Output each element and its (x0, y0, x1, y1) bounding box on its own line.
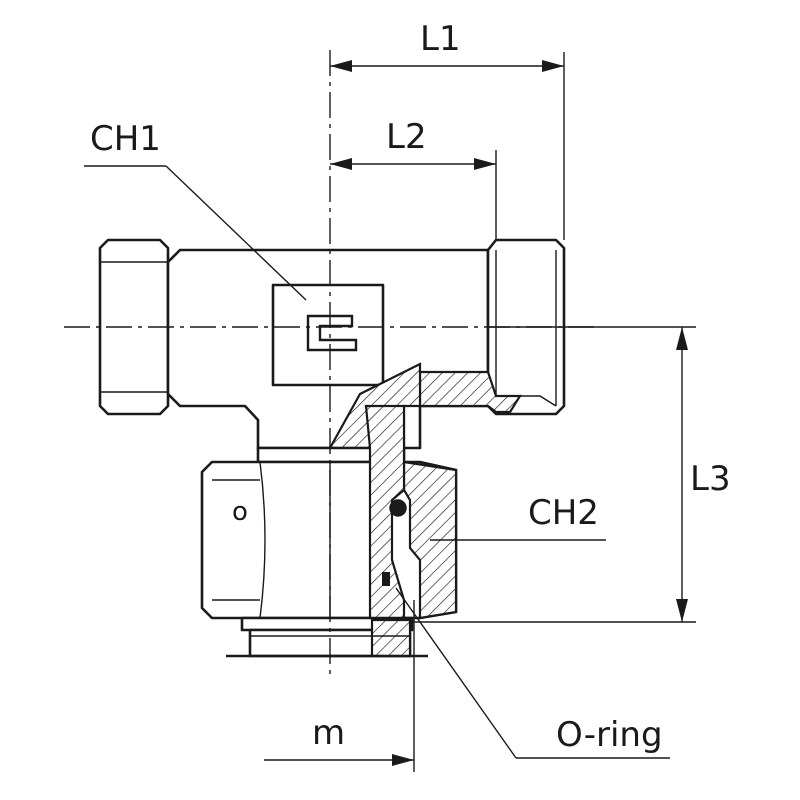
nut-marking: o (232, 497, 248, 527)
swivel-nut-assembly (200, 404, 458, 658)
leader-lines (84, 165, 670, 759)
label-l1: L1 (420, 19, 461, 59)
label-o-ring: O-ring (556, 715, 663, 755)
label-l3: L3 (690, 459, 731, 499)
left-thread-end (98, 238, 170, 416)
seal-ring (382, 572, 390, 586)
stem-section-hatch (364, 404, 406, 622)
o-ring-circle (389, 499, 407, 517)
label-ch2: CH2 (528, 493, 599, 533)
label-l2: L2 (386, 117, 427, 157)
center-lines (64, 50, 600, 680)
tee-body (98, 238, 566, 450)
ch1-wrench-flat (271, 283, 385, 387)
label-ch1: CH1 (90, 119, 161, 159)
label-m: m (312, 713, 345, 753)
dimension-lines (264, 52, 696, 772)
right-bore-hatch (418, 370, 522, 414)
spigot-hatch (370, 618, 412, 658)
